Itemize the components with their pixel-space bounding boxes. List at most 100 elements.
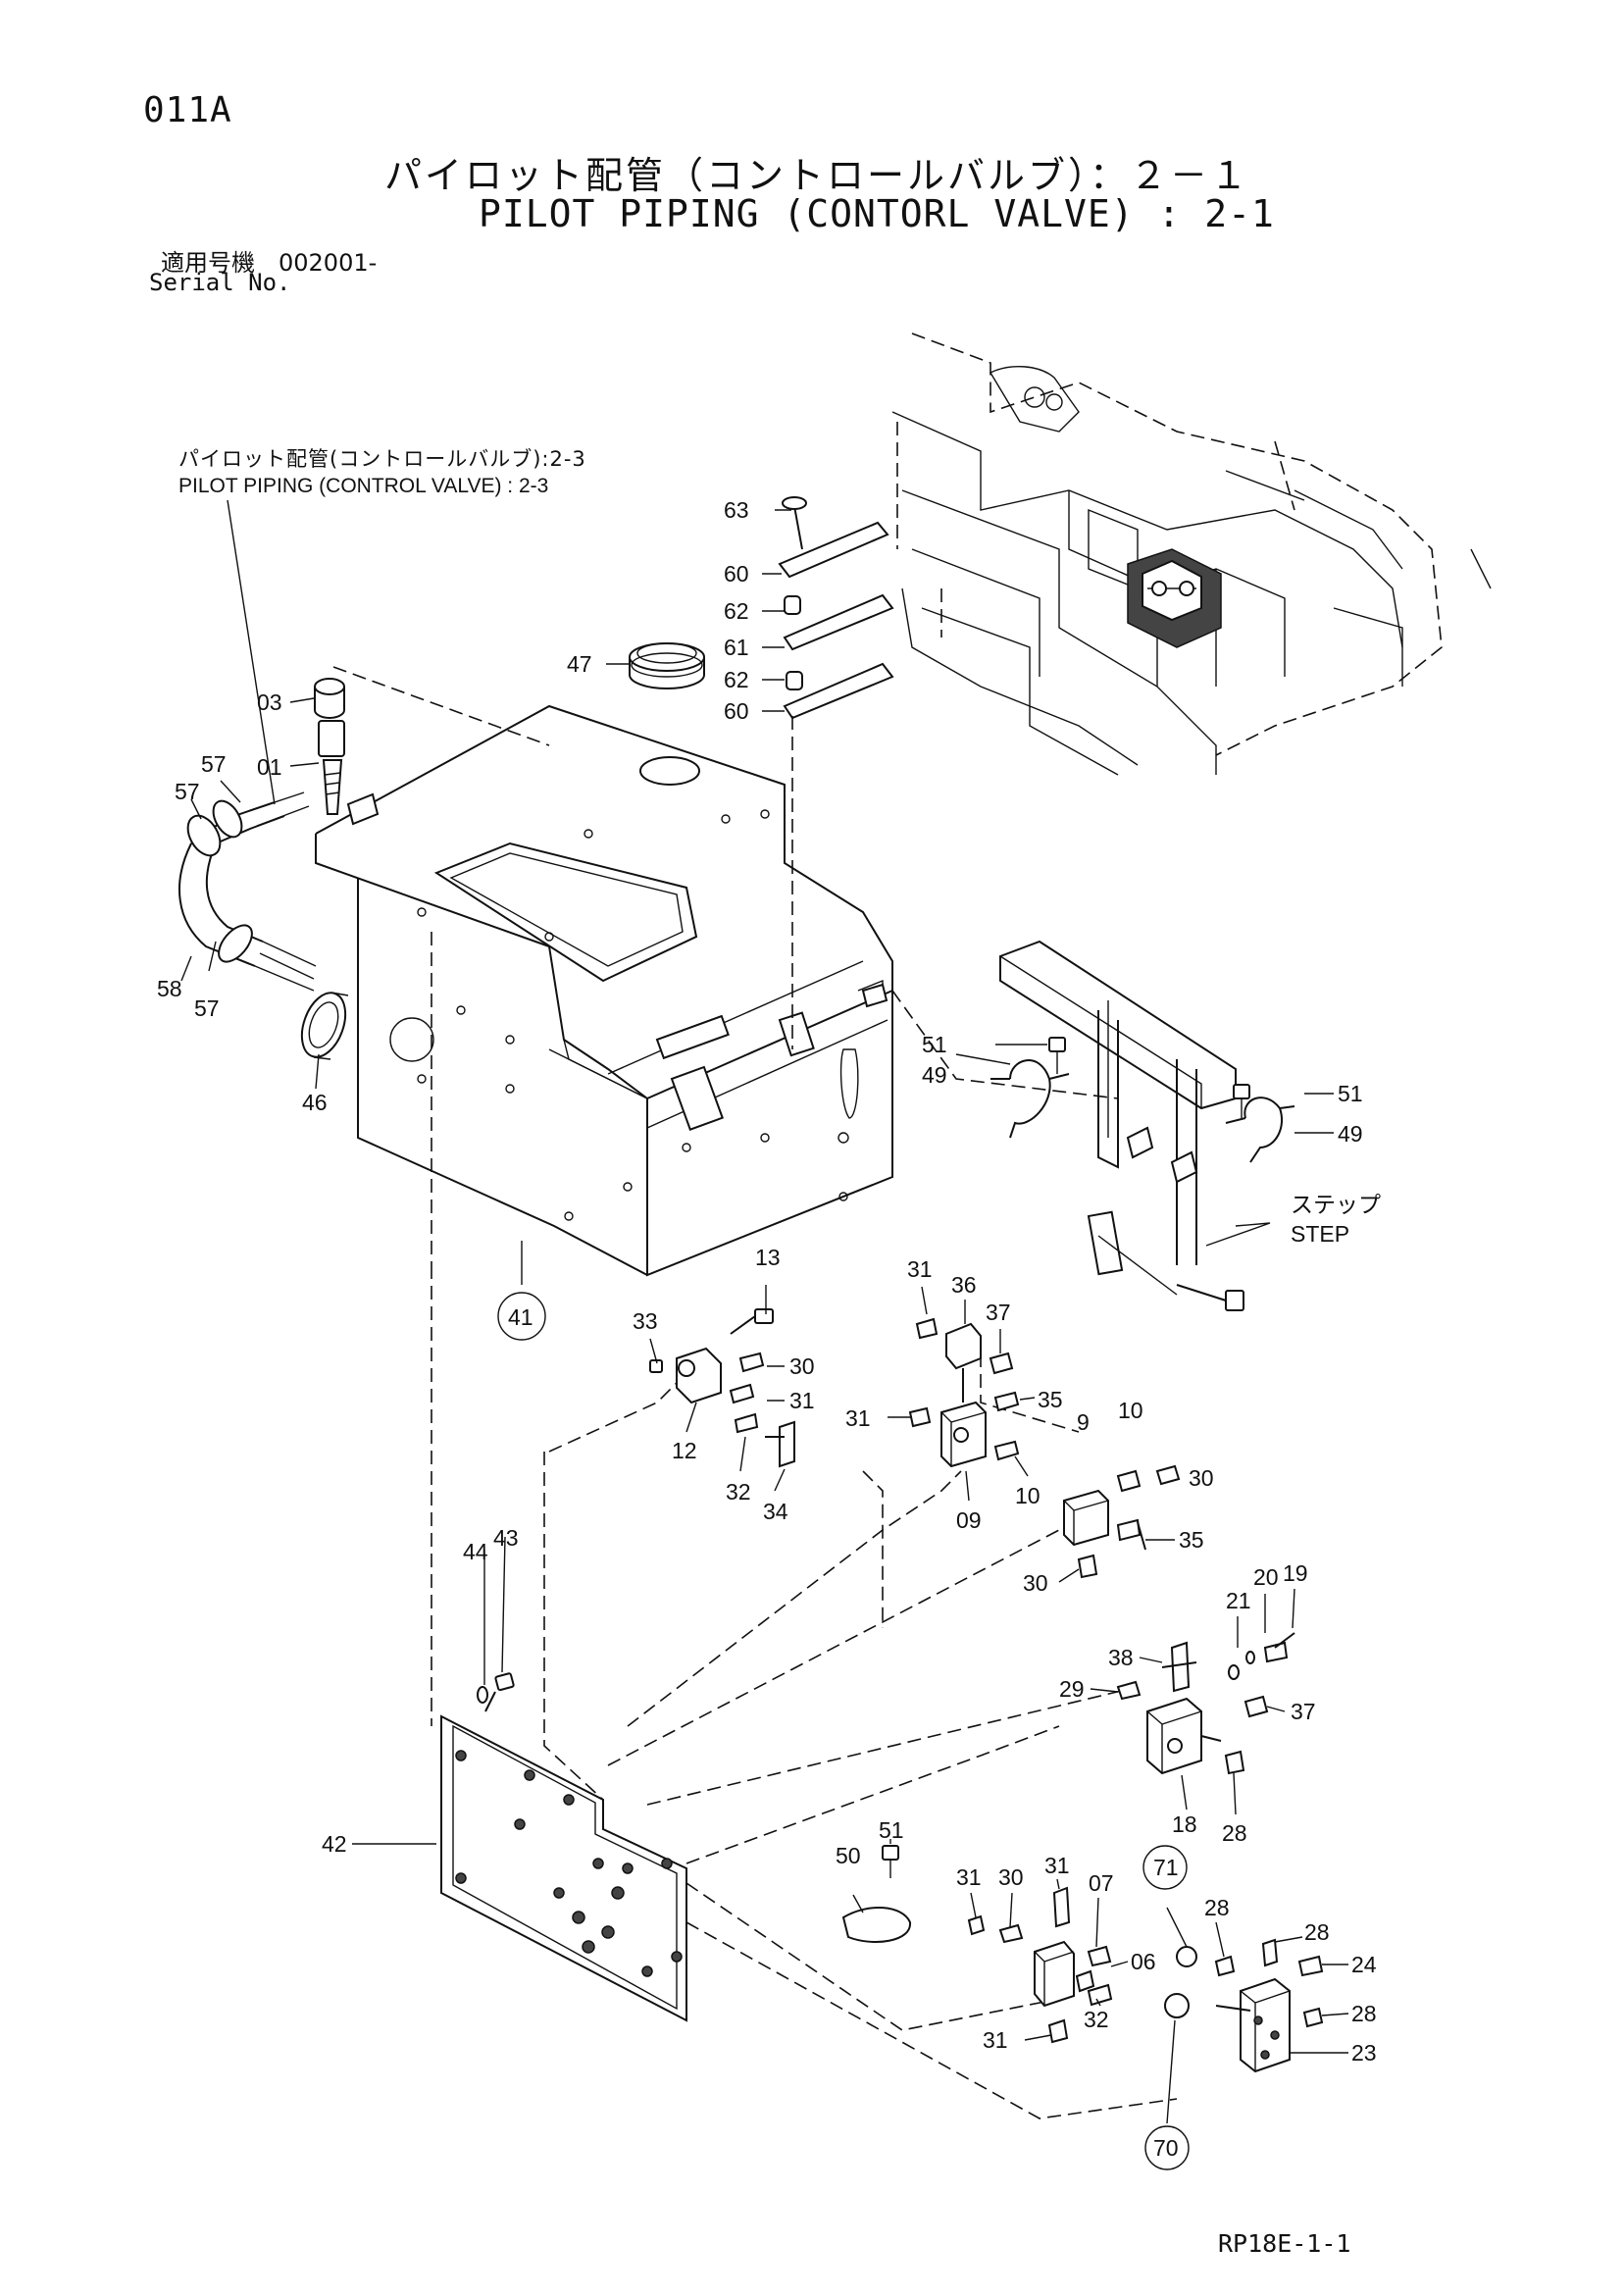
clip-50 <box>841 1907 912 1943</box>
part-label-50: 50 <box>836 1843 861 1868</box>
part-label-34: 34 <box>763 1499 788 1524</box>
part-label-01: 01 <box>257 754 282 780</box>
bolts-51 <box>882 1037 1250 1878</box>
page-code: 011A <box>143 90 232 130</box>
part-label-46: 46 <box>302 1090 328 1115</box>
hose-assembly <box>178 791 317 992</box>
valve-block-18 <box>1116 1632 1295 1775</box>
valve-block-06 <box>967 1886 1113 2044</box>
part-label-35: 35 <box>1038 1387 1063 1412</box>
part-label-28: 28 <box>1222 1820 1247 1846</box>
valve-block-09 <box>908 1317 1020 1468</box>
part-label-31: 31 <box>907 1256 933 1282</box>
part-label-32: 32 <box>726 1479 751 1505</box>
part-label-60: 60 <box>724 561 749 587</box>
part-label-06: 06 <box>1131 1949 1156 1974</box>
part-label-09: 09 <box>956 1507 982 1533</box>
reference-label-en: PILOT PIPING (CONTROL VALVE) : 2-3 <box>178 475 549 497</box>
part-label-24: 24 <box>1351 1952 1377 1977</box>
part-label-12: 12 <box>672 1438 697 1463</box>
part-label-44: 44 <box>463 1539 488 1564</box>
reference-leader <box>227 499 276 805</box>
part-label-28: 28 <box>1351 2001 1377 2026</box>
clamp-straps <box>778 496 894 1049</box>
part-label-58: 58 <box>157 976 182 1001</box>
clamps-49 <box>990 1059 1295 1163</box>
callout-circle-71 <box>1142 1845 1188 1890</box>
hose-routing-lines <box>543 990 1178 2119</box>
part-label-28: 28 <box>1304 1919 1330 1945</box>
part-label-31: 31 <box>956 1864 982 1890</box>
part-label-32: 32 <box>1084 2007 1109 2032</box>
part-label-33: 33 <box>633 1308 658 1334</box>
part-label-47: 47 <box>567 651 592 677</box>
part-label-30: 30 <box>998 1864 1024 1890</box>
part-label-51: 51 <box>1338 1081 1363 1106</box>
reference-label-jp: パイロット配管(コントロールバルブ):2-3 <box>178 447 586 471</box>
step-label-en: STEP <box>1291 1221 1349 1247</box>
part-label-19: 19 <box>1283 1560 1308 1586</box>
part-label-31: 31 <box>1044 1853 1070 1878</box>
part-label-30: 30 <box>1023 1570 1048 1596</box>
callout-circle-70 <box>1144 2125 1190 2170</box>
part-label-07: 07 <box>1089 1870 1114 1896</box>
valve-block-23 <box>1164 1938 1324 2073</box>
part-label-60: 60 <box>724 698 749 724</box>
valve-block-35 <box>1063 1464 1181 1579</box>
part-label-62: 62 <box>724 667 749 692</box>
part-label-13: 13 <box>755 1245 781 1270</box>
step-frame <box>999 940 1237 1296</box>
part-label-57: 57 <box>194 995 220 1021</box>
part-label-37: 37 <box>986 1300 1011 1325</box>
bolt-43-washer-44 <box>477 1672 515 1712</box>
part-label-37: 37 <box>1291 1699 1316 1724</box>
part-label-51: 51 <box>879 1817 904 1843</box>
grommet-47 <box>629 642 705 689</box>
part-label-28: 28 <box>1204 1895 1230 1920</box>
part-label-51: 51 <box>922 1032 947 1057</box>
part-label-31: 31 <box>845 1405 871 1431</box>
part-label-31: 31 <box>983 2027 1008 2053</box>
bolt-01 <box>318 720 345 815</box>
drawing-number: RP18E-1-1 <box>1218 2229 1351 2258</box>
part-label-03: 03 <box>257 689 282 715</box>
mounting-panel-42 <box>440 1714 687 2022</box>
grommet-46 <box>300 992 349 1060</box>
control-valve-box <box>315 666 893 1726</box>
part-label-36: 36 <box>951 1272 977 1298</box>
valve-highlight <box>1127 548 1222 648</box>
part-label-41: 41 <box>508 1304 533 1330</box>
machine-body-illustration <box>891 332 1492 776</box>
leader-lines <box>180 509 1349 2124</box>
part-label-42: 42 <box>322 1831 347 1857</box>
step-bolt <box>1176 1284 1244 1311</box>
part-label-62: 62 <box>724 598 749 624</box>
part-label-9: 9 <box>1077 1409 1090 1435</box>
serial-label-en: Serial No. <box>149 269 291 296</box>
page-title-jp: パイロット配管（コントロールバルブ）：２－１ <box>384 154 1251 197</box>
fitting-group-12 <box>649 1308 795 1468</box>
collar-03 <box>314 678 345 719</box>
part-label-71: 71 <box>1153 1855 1179 1880</box>
part-label-29: 29 <box>1059 1676 1085 1702</box>
part-label-31: 31 <box>789 1388 815 1413</box>
part-label-23: 23 <box>1351 2040 1377 2066</box>
part-label-20: 20 <box>1253 1564 1279 1590</box>
page-title-en: PILOT PIPING (CONTORL VALVE) : 2-1 <box>479 192 1275 235</box>
step-label-jp: ステップ <box>1291 1192 1381 1217</box>
part-label-49: 49 <box>922 1062 947 1088</box>
part-label-61: 61 <box>724 635 749 660</box>
part-label-18: 18 <box>1172 1811 1197 1837</box>
part-label-30: 30 <box>789 1353 815 1379</box>
part-label-35: 35 <box>1179 1527 1204 1553</box>
serial-label-jp: 適用号機 002001- <box>161 249 378 277</box>
part-label-38: 38 <box>1108 1645 1134 1670</box>
part-label-49: 49 <box>1338 1121 1363 1147</box>
part-label-10: 10 <box>1015 1483 1040 1508</box>
part-label-21: 21 <box>1226 1588 1251 1613</box>
part-label-43: 43 <box>493 1525 519 1551</box>
part-label-57: 57 <box>175 779 200 804</box>
callout-circle-41 <box>497 1292 546 1341</box>
part-label-57: 57 <box>201 751 227 777</box>
